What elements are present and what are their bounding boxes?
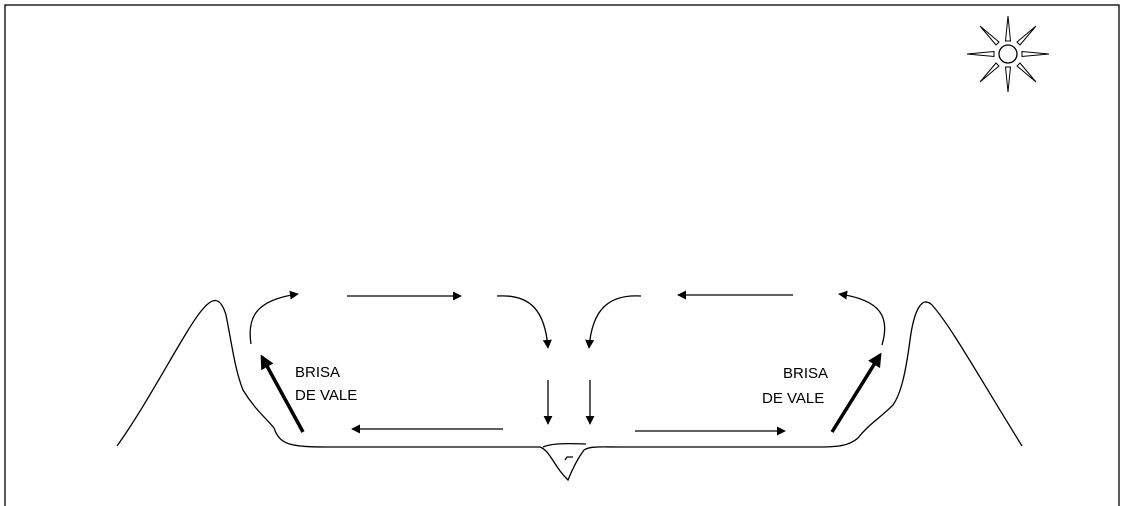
left-upslope-arrow — [260, 354, 305, 433]
river-water-mark — [564, 456, 573, 461]
valley-terrain — [116, 299, 1023, 482]
river-channel — [542, 442, 587, 448]
diagram-frame — [4, 4, 1120, 506]
center-right-curve-arrow — [585, 295, 642, 349]
right-label-line2: DE VALE — [762, 390, 824, 407]
left-label-line2: DE VALE — [295, 387, 357, 404]
right-upslope-arrow — [830, 352, 882, 433]
left-top-curve-arrow — [249, 290, 299, 345]
left-label-line1: BRISA — [295, 364, 340, 381]
right-top-curve-arrow — [838, 290, 886, 346]
right-label-line1: BRISA — [783, 365, 828, 382]
center-left-curve-arrow — [496, 295, 552, 349]
sun-icon — [966, 15, 1050, 93]
